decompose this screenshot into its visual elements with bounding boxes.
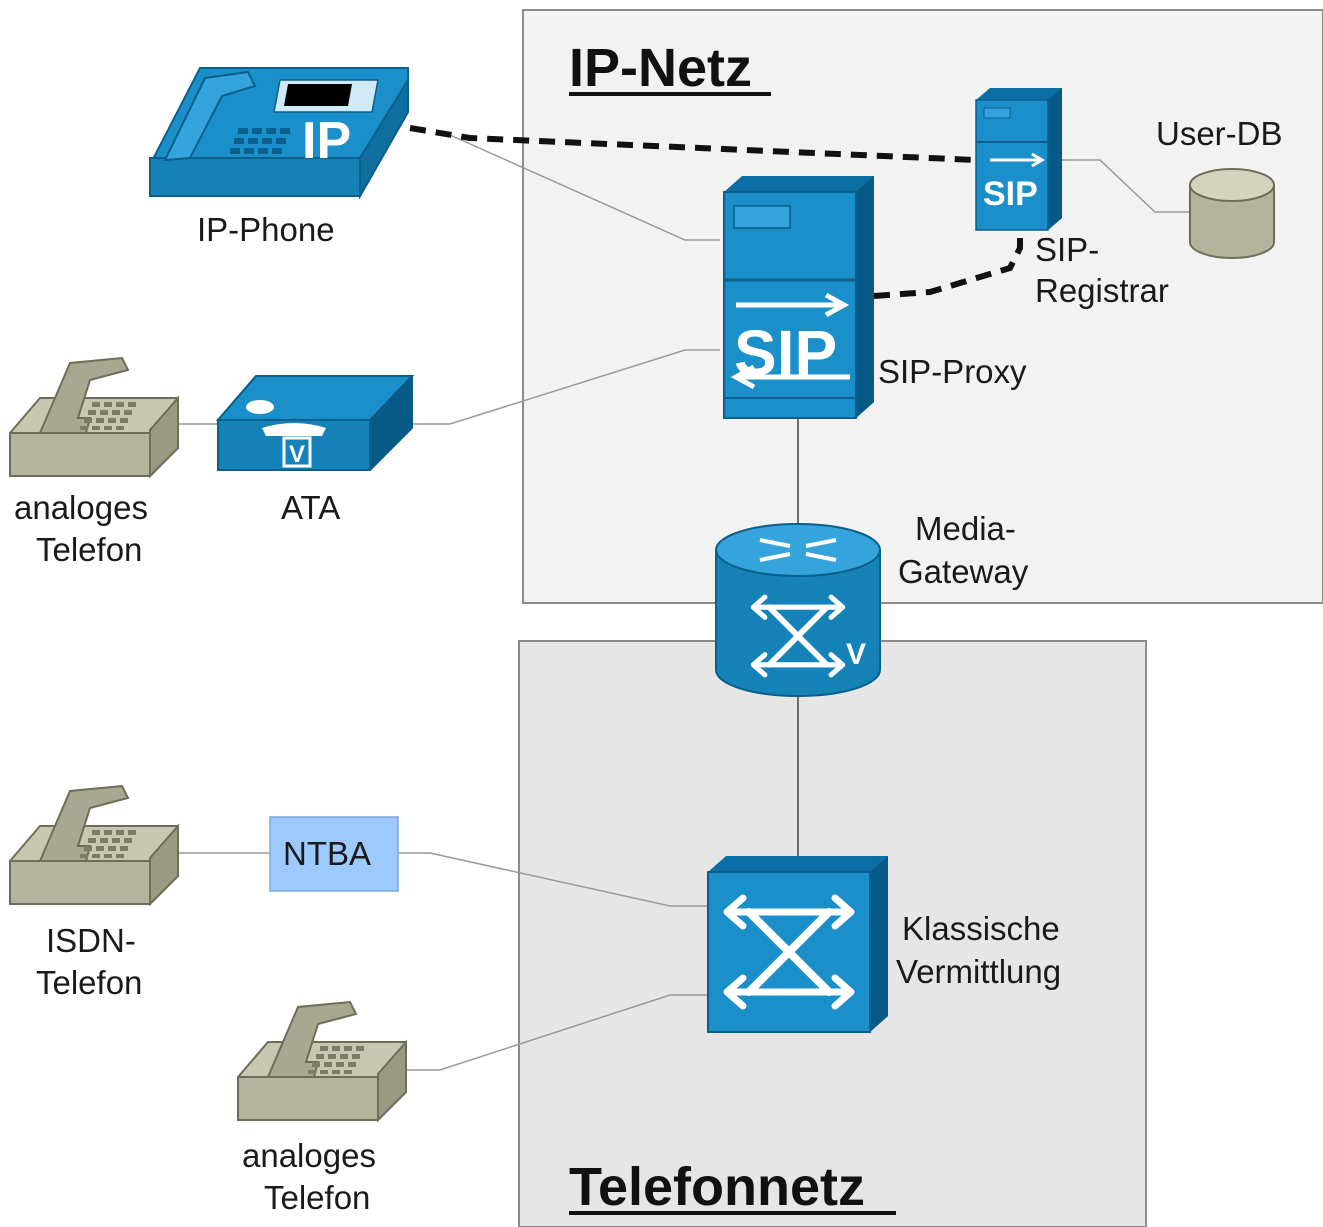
analog-phone-top-label-1: analoges xyxy=(14,489,148,526)
analog-phone-bottom-label-2: Telefon xyxy=(264,1179,370,1216)
ip-net-region xyxy=(522,9,1323,604)
voice-gateway-icon: V xyxy=(715,523,881,697)
telephone-icon-analog-bottom xyxy=(237,1001,407,1121)
user-db-label: User-DB xyxy=(1156,115,1283,152)
isdn-phone-label-2: Telefon xyxy=(36,964,142,1001)
sip-proxy-label: SIP-Proxy xyxy=(878,353,1027,390)
ata-icon: V xyxy=(215,375,415,471)
database-icon xyxy=(1189,168,1275,259)
telephone-icon-isdn xyxy=(9,785,179,905)
ip-phone-label: IP-Phone xyxy=(197,211,335,248)
link-registrar-userdb xyxy=(1062,159,1190,213)
link-analog-switch xyxy=(404,994,708,1071)
sip-ipphone-registrar xyxy=(409,125,976,163)
sip-proxy-icon: SIP xyxy=(723,176,874,419)
link-ntba-switch xyxy=(398,852,708,907)
telephone-icon-analog-top xyxy=(9,357,179,477)
sip-proxy-badge: SIP xyxy=(734,317,837,389)
sip-registrar-label-1: SIP- xyxy=(1035,231,1099,268)
sip-proxy-registrar xyxy=(873,225,1023,299)
sip-registrar-badge: SIP xyxy=(983,175,1038,213)
signaling-lines xyxy=(409,125,1023,299)
ata-label: ATA xyxy=(281,489,340,526)
ip-phone-icon: IP xyxy=(149,67,409,200)
sip-registrar-label-2: Registrar xyxy=(1035,272,1169,309)
analog-phone-bottom-label-1: analoges xyxy=(242,1137,376,1174)
ip-phone-badge: IP xyxy=(302,112,351,170)
gateway-label-2: Gateway xyxy=(898,553,1029,590)
phone-net-title: Telefonnetz xyxy=(569,1157,865,1217)
connection-lines xyxy=(176,134,1190,1071)
ata-badge: V xyxy=(289,441,305,468)
gateway-badge: V xyxy=(846,638,866,671)
analog-phone-top-label-2: Telefon xyxy=(36,531,142,568)
ntba-box xyxy=(269,816,399,892)
gateway-label-1: Media- xyxy=(915,510,1016,547)
ip-net-title: IP-Netz xyxy=(569,38,752,98)
sip-registrar-icon: SIP xyxy=(975,88,1062,231)
link-ipphone-proxy xyxy=(449,134,720,241)
switch-icon xyxy=(707,856,888,1033)
switch-label-1: Klassische xyxy=(902,910,1060,947)
isdn-phone-label-1: ISDN- xyxy=(46,922,136,959)
link-ata-proxy xyxy=(413,349,720,425)
ntba-label: NTBA xyxy=(283,835,371,872)
switch-label-2: Vermittlung xyxy=(896,953,1061,990)
